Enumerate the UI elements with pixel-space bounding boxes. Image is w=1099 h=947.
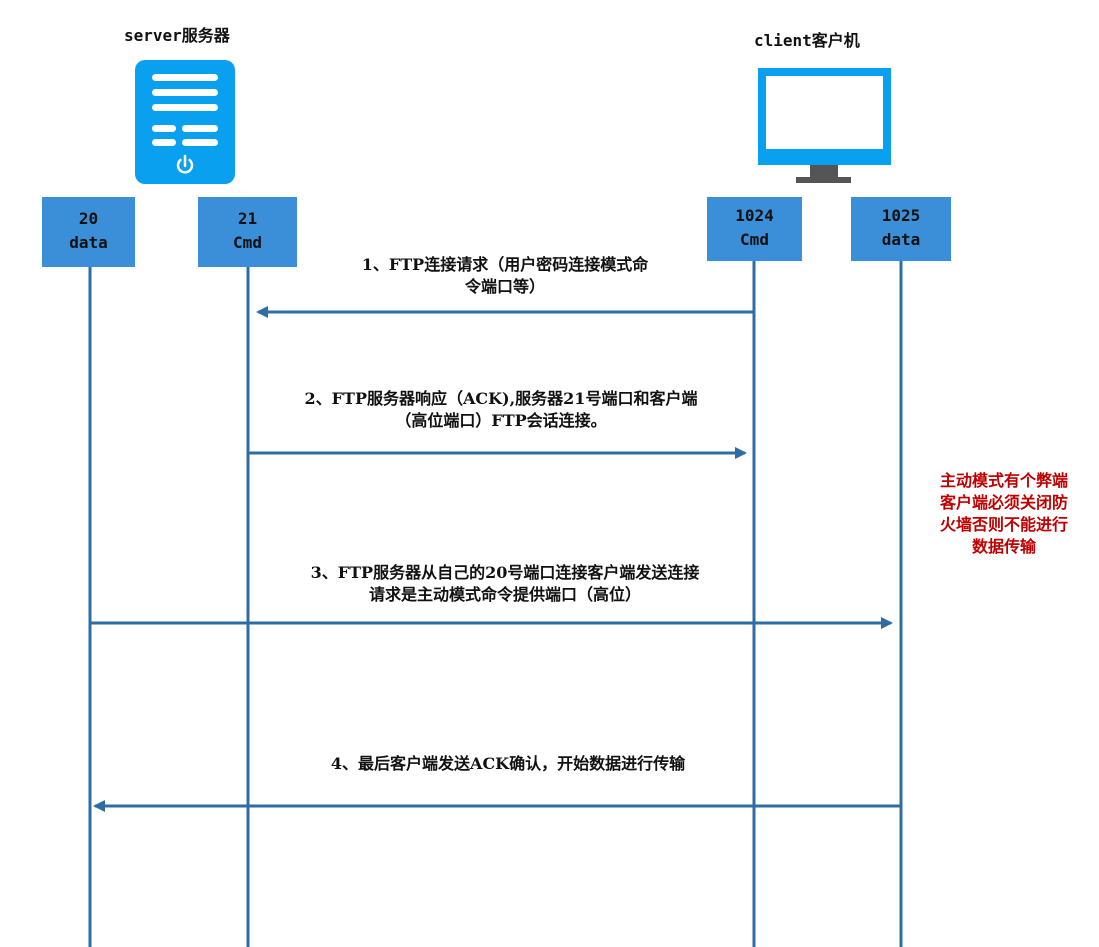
active-mode-drawback-note: 主动模式有个弊端 客户端必须关闭防 火墙否则不能进行 数据传输 <box>912 470 1096 558</box>
note-line: 主动模式有个弊端 <box>939 471 1068 490</box>
port-label: Cmd <box>233 233 262 252</box>
port-1024-box: 1024 Cmd <box>707 197 802 261</box>
note-line: 火墙否则不能进行 <box>939 515 1068 534</box>
port-number: 20 <box>78 209 99 228</box>
message-step-3: 3、FTP服务器从自己的20号端口连接客户端发送连接 请求是主动模式命令提供端口… <box>240 562 770 606</box>
arrow-step-4 <box>93 800 903 822</box>
message-step-1: 1、FTP连接请求（用户密码连接模式命 令端口等） <box>300 254 710 298</box>
port-label: data <box>881 230 921 249</box>
arrow-step-1 <box>256 306 756 320</box>
port-number: 1024 <box>735 206 774 225</box>
message-line: 3、FTP服务器从自己的20号端口连接客户端发送连接 <box>310 563 700 582</box>
message-line: 1、FTP连接请求（用户密码连接模式命 <box>361 255 649 274</box>
message-line: 请求是主动模式命令提供端口（高位） <box>368 585 641 604</box>
port-20-box: 20 data <box>42 197 135 267</box>
port-1025-box: 1025 data <box>851 197 951 261</box>
port-21-box: 21 Cmd <box>198 197 297 267</box>
message-step-2: 2、FTP服务器响应（ACK),服务器21号端口和客户端 （高位端口）FTP会话… <box>248 388 754 432</box>
message-line: 4、最后客户端发送ACK确认，开始数据进行传输 <box>330 754 686 773</box>
port-label: data <box>69 233 108 252</box>
port-label: Cmd <box>740 230 769 249</box>
message-line: 2、FTP服务器响应（ACK),服务器21号端口和客户端 <box>304 389 698 408</box>
port-number: 1025 <box>881 206 921 225</box>
message-line: 令端口等） <box>464 277 545 296</box>
client-title: client客户机 <box>754 31 860 50</box>
port-number: 21 <box>237 209 258 228</box>
message-line: （高位端口）FTP会话连接。 <box>395 411 607 430</box>
note-line: 数据传输 <box>971 537 1036 556</box>
note-line: 客户端必须关闭防 <box>939 493 1068 512</box>
server-title: server服务器 <box>124 26 230 45</box>
message-step-4: 4、最后客户端发送ACK确认，开始数据进行传输 <box>258 753 758 775</box>
